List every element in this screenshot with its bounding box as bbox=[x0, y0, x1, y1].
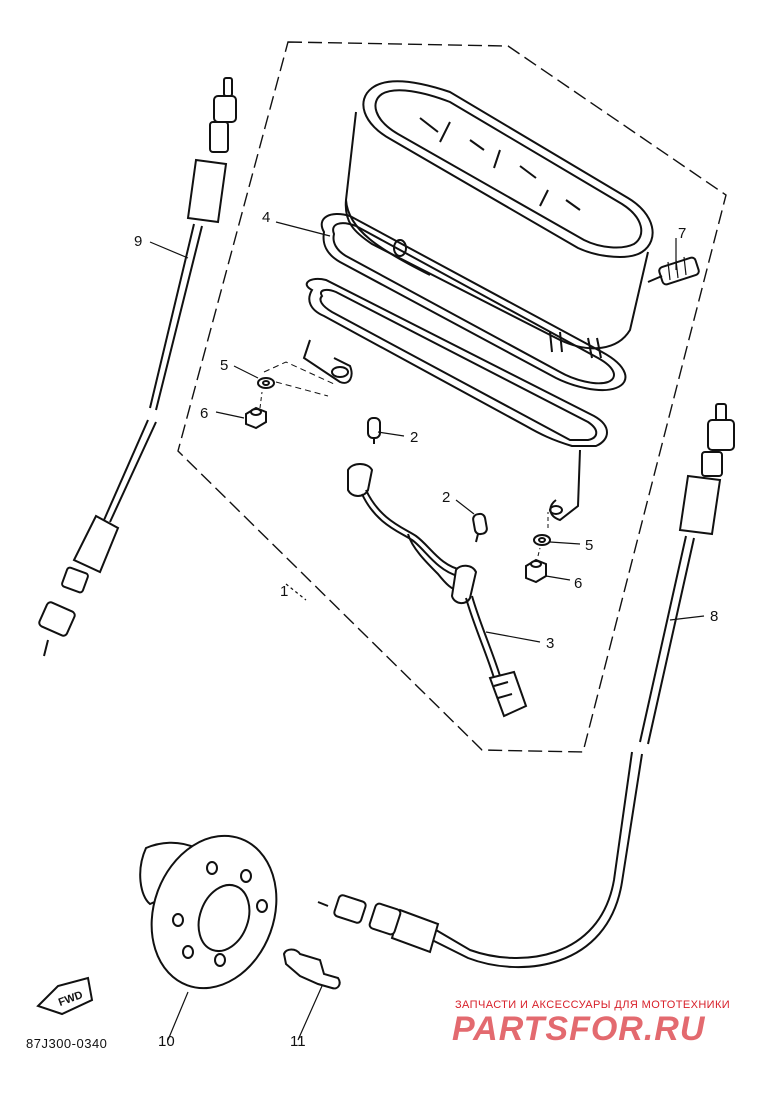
cable-9[interactable] bbox=[38, 77, 237, 657]
pin[interactable] bbox=[282, 948, 341, 990]
bulb-upper[interactable] bbox=[367, 417, 381, 444]
callout-4: 4 bbox=[262, 209, 270, 226]
callout-6-right: 6 bbox=[574, 575, 582, 592]
cable-8[interactable] bbox=[317, 403, 735, 968]
bulb-lower[interactable] bbox=[472, 512, 488, 543]
drive-plate[interactable] bbox=[131, 818, 297, 1006]
wire-harness[interactable] bbox=[347, 463, 528, 718]
nut-right[interactable] bbox=[525, 558, 547, 584]
assembly-boundary bbox=[177, 41, 727, 753]
watermark-brand-prefix: PARTS bbox=[452, 1010, 570, 1048]
callout-2-lower: 2 bbox=[442, 489, 450, 506]
callout-5-left: 5 bbox=[220, 357, 228, 374]
washer-right[interactable] bbox=[533, 534, 551, 546]
callout-5-right: 5 bbox=[585, 537, 593, 554]
callout-3: 3 bbox=[546, 635, 554, 652]
callout-9: 9 bbox=[134, 233, 142, 250]
callout-11: 11 bbox=[290, 1033, 306, 1050]
meter-housing[interactable] bbox=[344, 80, 654, 359]
nut-left[interactable] bbox=[245, 406, 267, 430]
callout-10: 10 bbox=[158, 1033, 175, 1050]
watermark-brand-suffix: FOR.RU bbox=[569, 1010, 706, 1048]
watermark-logo[interactable]: PARTSFOR.RU bbox=[452, 1010, 705, 1049]
watermark-tagline: ЗАПЧАСТИ И АКСЕССУАРЫ ДЛЯ МОТОТЕХНИКИ bbox=[455, 999, 731, 1011]
callout-6-left: 6 bbox=[200, 405, 208, 422]
washer-left[interactable] bbox=[257, 377, 275, 389]
meter-bracket[interactable] bbox=[302, 278, 608, 522]
diagram-code: 87J300-0340 bbox=[26, 1036, 108, 1051]
callout-1: 1 bbox=[280, 583, 288, 600]
fwd-arrow: FWD bbox=[36, 976, 94, 1016]
reset-knob[interactable] bbox=[647, 256, 700, 286]
callout-7: 7 bbox=[678, 225, 686, 242]
callout-8: 8 bbox=[710, 608, 718, 625]
gasket[interactable] bbox=[320, 213, 627, 392]
leader-lines bbox=[149, 221, 705, 1041]
callout-2-upper: 2 bbox=[410, 429, 418, 446]
